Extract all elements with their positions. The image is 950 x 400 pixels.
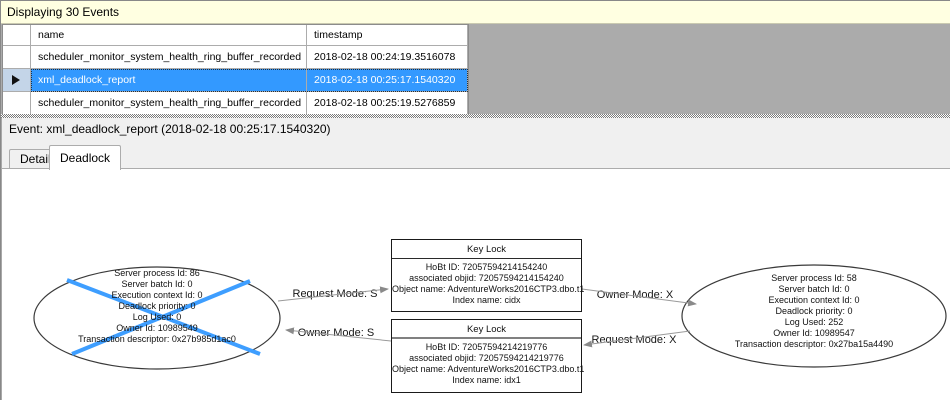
event-summary: Event: xml_deadlock_report (2018-02-18 0… (1, 118, 950, 142)
transaction-descriptor: Transaction descriptor: 0x27ba15a4490 (734, 339, 894, 349)
column-header-name[interactable]: name (31, 25, 307, 46)
events-count-bar: Displaying 30 Events (1, 1, 950, 24)
log-used: Log Used: 0 (132, 312, 182, 322)
table-row[interactable]: scheduler_monitor_system_health_ring_buf… (3, 46, 468, 69)
event-name-cell[interactable]: scheduler_monitor_system_health_ring_buf… (31, 92, 307, 115)
edge-request-x-arrow (583, 330, 691, 348)
lock-node-title: Key Lock (392, 320, 581, 339)
deadlock-graph-panel: Request Mode: S Owner Mode: S Owner Mode… (1, 168, 950, 400)
server-batch-id: Server batch Id: 0 (778, 284, 850, 294)
event-name-cell[interactable]: xml_deadlock_report (31, 69, 307, 92)
process-node-survivor-text: Server process Id: 58 Server batch Id: 0… (694, 273, 934, 350)
lock-index-name: Index name: idx1 (452, 375, 521, 385)
edge-label-request-mode-x: Request Mode: X (592, 334, 678, 346)
lock-hobt-id: HoBt ID: 72057594214154240 (425, 262, 548, 272)
lock-object-name: Object name: AdventureWorks2016CTP3.dbo.… (392, 364, 585, 374)
current-row-arrow-icon (12, 75, 20, 85)
row-selector-cell[interactable] (3, 46, 31, 69)
process-node-victim-text: Server process Id: 86 Server batch Id: 0… (37, 268, 277, 345)
lock-associated-objid: associated objid: 72057594214219776 (409, 353, 564, 363)
log-used: Log Used: 252 (784, 317, 844, 327)
table-row[interactable]: scheduler_monitor_system_health_ring_buf… (3, 92, 468, 115)
lock-associated-objid: associated objid: 72057594214154240 (409, 273, 564, 283)
server-process-id: Server process Id: 86 (114, 268, 200, 278)
event-timestamp-cell[interactable]: 2018-02-18 00:25:19.5276859 (307, 92, 468, 115)
lock-object-name: Object name: AdventureWorks2016CTP3.dbo.… (392, 284, 585, 294)
column-header-timestamp[interactable]: timestamp (307, 25, 468, 46)
splitter-handle[interactable] (1, 114, 950, 118)
deadlock-priority: Deadlock priority: 0 (775, 306, 853, 316)
owner-id: Owner Id: 10989547 (773, 328, 855, 338)
lock-node-bottom: Key Lock HoBt ID: 72057594214219776 asso… (391, 319, 585, 393)
execution-context-id: Execution context Id: 0 (768, 295, 860, 305)
events-table: name timestamp scheduler_monitor_system_… (2, 24, 469, 115)
event-timestamp-cell[interactable]: 2018-02-18 00:24:19.3516078 (307, 46, 468, 69)
tab-deadlock[interactable]: Deadlock (49, 145, 122, 170)
edge-label-owner-mode-s: Owner Mode: S (298, 327, 374, 339)
lock-index-name: Index name: cidx (452, 295, 521, 305)
victim-cross-line (71, 279, 251, 356)
server-process-id: Server process Id: 58 (771, 273, 857, 283)
edge-owner-s-arrow (285, 327, 392, 342)
owner-id: Owner Id: 10989549 (116, 323, 198, 333)
lock-hobt-id: HoBt ID: 72057594214219776 (425, 342, 548, 352)
row-selector-header-cell (3, 25, 31, 46)
event-name-cell[interactable]: scheduler_monitor_system_health_ring_buf… (31, 46, 307, 69)
lock-node-title: Key Lock (392, 240, 581, 259)
deadlock-priority: Deadlock priority: 0 (118, 301, 196, 311)
deadlock-graph: Request Mode: S Owner Mode: S Owner Mode… (33, 264, 947, 370)
event-timestamp-cell[interactable]: 2018-02-18 00:25:17.1540320 (307, 69, 468, 92)
row-selector-cell[interactable] (3, 69, 31, 92)
process-node-survivor (681, 264, 947, 368)
transaction-descriptor: Transaction descriptor: 0x27b985d1ac0 (78, 334, 236, 344)
edge-request-s-arrow (277, 286, 389, 302)
table-row-selected[interactable]: xml_deadlock_report 2018-02-18 00:25:17.… (3, 69, 468, 92)
lock-node-top: Key Lock HoBt ID: 72057594214154240 asso… (391, 239, 585, 312)
detail-tabstrip: Details Deadlock (1, 142, 950, 170)
edge-label-owner-mode-x: Owner Mode: X (597, 289, 674, 301)
events-grid-zone: name timestamp scheduler_monitor_system_… (1, 24, 950, 115)
table-header-row: name timestamp (3, 25, 468, 46)
row-selector-cell[interactable] (3, 92, 31, 115)
server-batch-id: Server batch Id: 0 (121, 279, 193, 289)
edge-owner-x-arrow (581, 288, 697, 307)
execution-context-id: Execution context Id: 0 (111, 290, 203, 300)
